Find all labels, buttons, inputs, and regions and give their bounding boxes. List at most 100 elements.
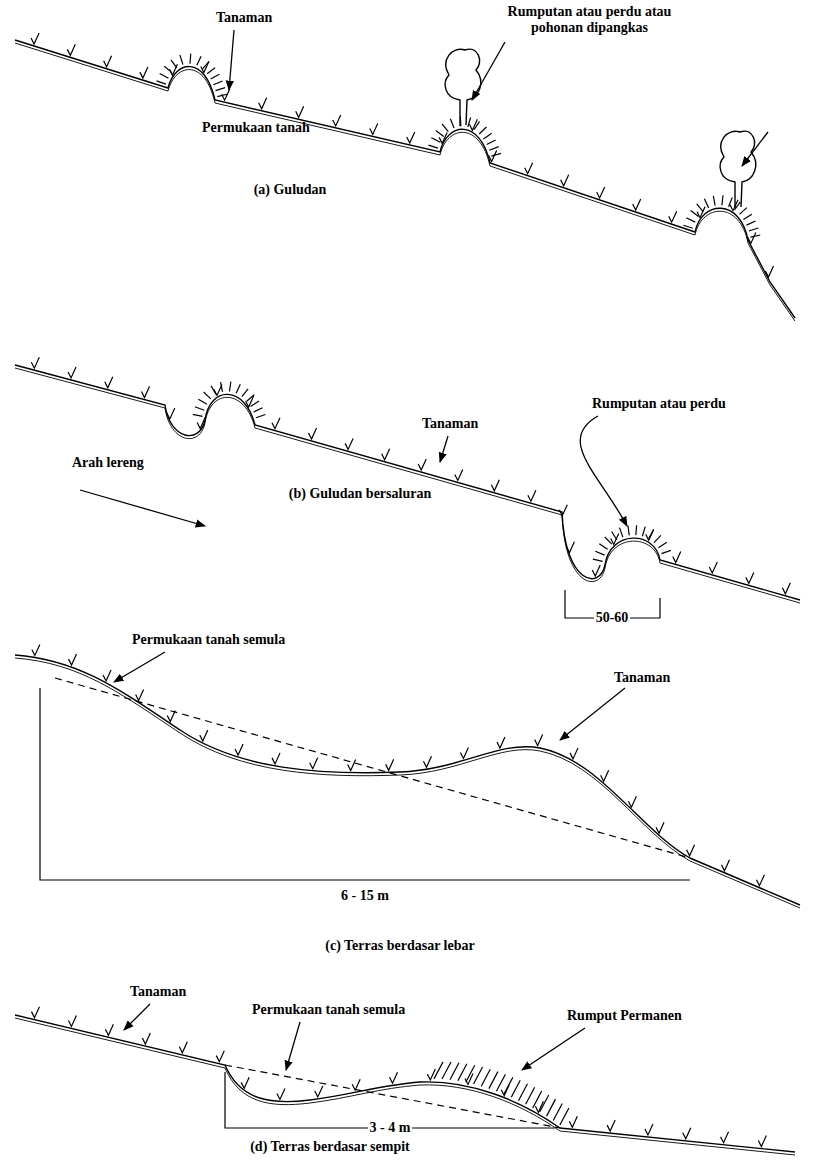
plant-tick bbox=[348, 760, 356, 771]
grass-stroke bbox=[635, 525, 637, 535]
grass-stroke bbox=[216, 88, 226, 91]
grass-hatch bbox=[496, 1074, 505, 1091]
grass-stroke bbox=[704, 199, 708, 208]
grass-stroke bbox=[729, 198, 733, 207]
grass-stroke bbox=[211, 74, 220, 79]
grass-stroke bbox=[593, 559, 603, 561]
grass-hatch bbox=[434, 1062, 443, 1079]
grass-stroke bbox=[198, 399, 207, 404]
grass-hatch bbox=[560, 1108, 569, 1125]
figure-caption: 3 - 4 m bbox=[368, 1120, 413, 1136]
plant-tick bbox=[601, 770, 609, 781]
part-label: Tanaman bbox=[214, 10, 274, 26]
plant-tick bbox=[105, 1024, 113, 1035]
grass-stroke bbox=[204, 392, 211, 399]
grass-stroke bbox=[658, 542, 666, 547]
grass-stroke bbox=[189, 54, 191, 64]
grass-stroke bbox=[722, 195, 723, 205]
plant-tick bbox=[628, 796, 636, 807]
plant-tick bbox=[525, 163, 533, 174]
grass-hatch bbox=[533, 1091, 542, 1108]
grass-stroke bbox=[242, 389, 248, 397]
part-label: Rumputan atau perdu bbox=[590, 396, 728, 412]
figure-caption: (a) Guludan bbox=[252, 182, 329, 198]
plant-tick bbox=[140, 67, 148, 78]
plant-tick bbox=[756, 875, 764, 886]
figure-caption: 50-60 bbox=[594, 610, 631, 626]
grass-stroke bbox=[612, 532, 617, 541]
plant-tick bbox=[310, 758, 318, 769]
grass-stroke bbox=[229, 382, 230, 392]
grass-stroke bbox=[460, 116, 462, 126]
plant-tick bbox=[103, 670, 111, 681]
part-label: Permukaan tanah semula bbox=[130, 632, 287, 648]
grass-stroke bbox=[599, 544, 607, 550]
plant-tick bbox=[241, 1077, 249, 1088]
grass-hatch bbox=[442, 1062, 451, 1079]
grass-hatch bbox=[540, 1095, 549, 1112]
grass-stroke bbox=[468, 117, 471, 127]
grass-stroke bbox=[197, 56, 201, 65]
grass-hatch bbox=[504, 1077, 513, 1094]
plant-tick bbox=[272, 753, 280, 764]
plant-tick bbox=[722, 860, 730, 871]
plant-tick bbox=[68, 1015, 76, 1026]
grass-stroke bbox=[734, 202, 740, 210]
plant-tick bbox=[68, 367, 76, 378]
plant-tick bbox=[200, 730, 208, 741]
plant-tick bbox=[669, 211, 677, 222]
grass-stroke bbox=[203, 61, 210, 68]
grass-stroke bbox=[213, 81, 222, 85]
grass-stroke bbox=[697, 204, 703, 212]
part-label: Permukaan tanah semula bbox=[250, 1002, 407, 1018]
grass-stroke bbox=[254, 408, 263, 412]
plant-tick bbox=[315, 1086, 323, 1097]
figure-caption: (c) Terras berdasar lebar bbox=[323, 938, 476, 954]
ground-band bbox=[15, 368, 800, 603]
grass-stroke bbox=[746, 221, 755, 225]
part-label: Rumput Permanen bbox=[565, 1008, 684, 1024]
grass-stroke bbox=[157, 81, 166, 84]
grass-hatch bbox=[450, 1063, 459, 1080]
grass-hatch bbox=[553, 1103, 562, 1120]
plant-tick bbox=[259, 98, 267, 109]
plant-tick bbox=[296, 106, 304, 117]
grass-stroke bbox=[649, 530, 654, 539]
grass-stroke bbox=[595, 551, 604, 555]
grass-stroke bbox=[164, 66, 172, 72]
grass-stroke bbox=[479, 127, 486, 134]
part-label: Tanaman bbox=[128, 984, 188, 1000]
plant-tick bbox=[370, 123, 378, 134]
plant-tick bbox=[32, 644, 40, 655]
plant-tick bbox=[169, 64, 177, 75]
grass-stroke bbox=[489, 147, 498, 151]
part-label: Tanaman bbox=[420, 416, 480, 432]
grass-stroke bbox=[628, 526, 629, 536]
grass-stroke bbox=[661, 550, 670, 553]
grass-stroke bbox=[605, 537, 612, 544]
plant-tick bbox=[31, 357, 39, 368]
grass-stroke bbox=[442, 124, 448, 132]
plant-tick bbox=[611, 533, 619, 544]
grass-stroke bbox=[743, 214, 751, 219]
plant-tick bbox=[748, 232, 756, 243]
plant-tick bbox=[455, 469, 463, 480]
part-label: Arah lereng bbox=[70, 455, 146, 471]
plant-tick bbox=[67, 44, 75, 55]
plant-tick bbox=[607, 1120, 615, 1131]
plant-tick bbox=[272, 418, 280, 429]
grass-hatch bbox=[518, 1084, 527, 1101]
grass-stroke bbox=[683, 225, 693, 228]
grass-stroke bbox=[474, 121, 479, 129]
grass-stroke bbox=[160, 73, 169, 78]
plant-tick bbox=[683, 1128, 691, 1139]
ground-band bbox=[15, 1018, 795, 1155]
plant-tick bbox=[136, 689, 144, 700]
plant-tick bbox=[407, 132, 415, 143]
plant-tick bbox=[566, 542, 574, 553]
grass-stroke bbox=[450, 119, 454, 128]
grass-hatch bbox=[466, 1065, 475, 1082]
grass-hatch bbox=[489, 1072, 498, 1089]
